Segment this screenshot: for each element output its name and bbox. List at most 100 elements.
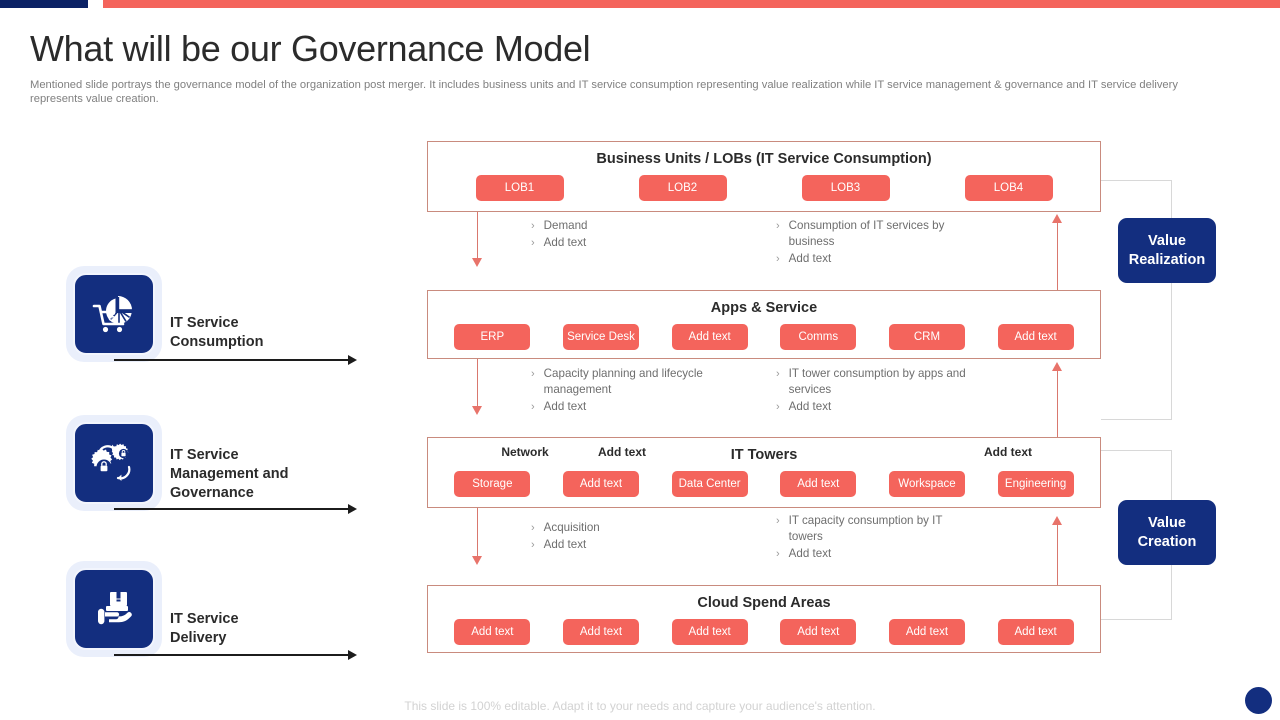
connector-down-arrow-2 bbox=[472, 406, 482, 415]
value-box-creation-line2: Creation bbox=[1137, 533, 1197, 550]
pillar-label-management-line1: IT Service bbox=[170, 447, 239, 463]
bullet-chevron-icon: › bbox=[776, 368, 780, 380]
bullet-item: ›Capacity planning and lifecycle managem… bbox=[531, 366, 751, 398]
bullet-chevron-icon: › bbox=[531, 401, 535, 413]
hand-holding-box-icon bbox=[98, 592, 132, 625]
bullet-text: Demand bbox=[543, 219, 588, 232]
pillar-label-management-line3: Governance bbox=[170, 485, 254, 501]
chip-cloud-addtext-1[interactable]: Add text bbox=[454, 619, 531, 645]
chip-cloud-addtext-3[interactable]: Add text bbox=[671, 619, 748, 645]
bullet-chevron-icon: › bbox=[776, 515, 780, 527]
connector-up-arrow-1 bbox=[1052, 214, 1062, 223]
pillar-label-consumption-line2: Consumption bbox=[170, 334, 264, 350]
bullet-chevron-icon: › bbox=[776, 220, 780, 232]
bullet-item: ›Add text bbox=[531, 235, 741, 251]
tower-top-label-addtext-1: Add text bbox=[598, 445, 646, 459]
bullets-group3-left: › Acquisition › Add text bbox=[531, 520, 741, 554]
pillar-arrow-head-consumption bbox=[348, 355, 357, 365]
value-box-realization[interactable]: Value Realization bbox=[1118, 218, 1216, 283]
chip-cloud-addtext-4[interactable]: Add text bbox=[780, 619, 857, 645]
bullet-item: › IT capacity consumption by IT towers bbox=[776, 513, 976, 545]
bullet-item: › Add text bbox=[776, 399, 966, 415]
pillar-arrow-head-delivery bbox=[348, 650, 357, 660]
band-business-units: Business Units / LOBs (IT Service Consum… bbox=[427, 141, 1101, 212]
chip-towers-addtext-2[interactable]: Add text bbox=[780, 471, 857, 497]
chip-storage[interactable]: Storage bbox=[454, 471, 531, 497]
bullets-group1-left: › Demand ›Add text bbox=[531, 218, 741, 252]
chip-lob2[interactable]: LOB2 bbox=[638, 175, 727, 201]
svg-text:$: $ bbox=[108, 309, 116, 324]
pillar-icon-inner-management bbox=[73, 422, 155, 504]
chip-engineering[interactable]: Engineering bbox=[997, 471, 1074, 497]
bullets-group2-left: ›Capacity planning and lifecycle managem… bbox=[531, 366, 751, 416]
bullet-chevron-icon: › bbox=[531, 220, 535, 232]
pillar-icon-inner-consumption: $ bbox=[73, 273, 155, 355]
chip-lob4[interactable]: LOB4 bbox=[964, 175, 1053, 201]
pillar-icon-delivery bbox=[66, 561, 162, 657]
chip-workspace[interactable]: Workspace bbox=[888, 471, 965, 497]
chip-cloud-addtext-6[interactable]: Add text bbox=[997, 619, 1074, 645]
top-accent-bar-coral bbox=[103, 0, 1280, 8]
bullet-chevron-icon: › bbox=[776, 253, 780, 265]
bullet-item: ›IT tower consumption by apps and servic… bbox=[776, 366, 966, 398]
value-box-creation[interactable]: Value Creation bbox=[1118, 500, 1216, 565]
chip-cloud-addtext-2[interactable]: Add text bbox=[562, 619, 639, 645]
chip-crm[interactable]: CRM bbox=[888, 324, 965, 350]
value-box-realization-line1: Value bbox=[1148, 232, 1186, 249]
bullet-text: Add text bbox=[543, 400, 587, 413]
chip-comms[interactable]: Comms bbox=[780, 324, 857, 350]
bullet-chevron-icon: › bbox=[531, 539, 535, 551]
bullet-item: › Add text bbox=[531, 537, 741, 553]
connector-down-arrow-1 bbox=[472, 258, 482, 267]
bullet-chevron-icon: › bbox=[776, 401, 780, 413]
pillar-label-delivery-line1: IT Service bbox=[170, 611, 239, 627]
connector-up-arrow-2 bbox=[1052, 362, 1062, 371]
chip-towers-addtext-1[interactable]: Add text bbox=[562, 471, 639, 497]
pillar-label-consumption-line1: IT Service bbox=[170, 315, 239, 331]
chip-apps-addtext-1[interactable]: Add text bbox=[671, 324, 748, 350]
bullet-item: › Consumption of IT services by business bbox=[776, 218, 956, 250]
connector-down-1 bbox=[477, 212, 479, 260]
pillar-icon-management bbox=[66, 415, 162, 511]
bullet-text: Add text bbox=[543, 538, 587, 551]
bullet-item: › Demand bbox=[531, 218, 741, 234]
band-it-towers: IT Towers Network Add text Add text Stor… bbox=[427, 437, 1101, 508]
value-box-creation-line1: Value bbox=[1148, 514, 1186, 531]
bullet-text: Consumption of IT services by business bbox=[788, 219, 945, 248]
bullet-chevron-icon: › bbox=[531, 368, 535, 380]
chip-row-apps-service: ERP Service Desk Add text Comms CRM Add … bbox=[428, 324, 1100, 360]
chip-data-center[interactable]: Data Center bbox=[671, 471, 748, 497]
page-subtitle: Mentioned slide portrays the governance … bbox=[30, 79, 1178, 105]
bullets-group2-right: ›IT tower consumption by apps and servic… bbox=[776, 366, 966, 416]
footer-note: This slide is 100% editable. Adapt it to… bbox=[404, 699, 876, 713]
shopping-cart-pie-dollar-icon: $ bbox=[92, 296, 132, 333]
pillar-label-delivery-line2: Delivery bbox=[170, 630, 227, 646]
bullet-chevron-icon: › bbox=[531, 522, 535, 534]
chip-erp[interactable]: ERP bbox=[454, 324, 531, 350]
chip-row-it-towers: Storage Add text Data Center Add text Wo… bbox=[428, 471, 1100, 507]
bullet-text: IT capacity consumption by IT towers bbox=[788, 514, 943, 543]
pillar-label-consumption: IT Service Consumption bbox=[170, 314, 263, 352]
value-box-realization-line2: Realization bbox=[1128, 251, 1206, 268]
chip-lob3[interactable]: LOB3 bbox=[801, 175, 890, 201]
pillar-arrow-line-delivery bbox=[114, 654, 350, 656]
connector-down-arrow-3 bbox=[472, 556, 482, 565]
connector-up-2 bbox=[1057, 368, 1059, 438]
chip-lob1[interactable]: LOB1 bbox=[475, 175, 564, 201]
bullet-chevron-icon: › bbox=[531, 237, 535, 249]
chip-service-desk[interactable]: Service Desk bbox=[562, 324, 639, 350]
connector-up-1 bbox=[1057, 220, 1059, 290]
tower-top-label-addtext-2: Add text bbox=[984, 445, 1032, 459]
bullet-text: Acquisition bbox=[543, 521, 600, 534]
pillar-icon-consumption: $ bbox=[66, 266, 162, 362]
chip-apps-addtext-2[interactable]: Add text bbox=[997, 324, 1074, 350]
connector-down-2 bbox=[477, 359, 479, 408]
band-title-business-units: Business Units / LOBs (IT Service Consum… bbox=[596, 151, 932, 167]
bullet-text: Add text bbox=[788, 400, 832, 413]
bullet-item: ›Add text bbox=[776, 251, 956, 267]
top-accent-bar-navy bbox=[0, 0, 88, 8]
connector-up-arrow-3 bbox=[1052, 516, 1062, 525]
chip-cloud-addtext-5[interactable]: Add text bbox=[888, 619, 965, 645]
corner-dot-decoration bbox=[1245, 687, 1272, 714]
band-title-it-towers: IT Towers bbox=[730, 447, 798, 463]
